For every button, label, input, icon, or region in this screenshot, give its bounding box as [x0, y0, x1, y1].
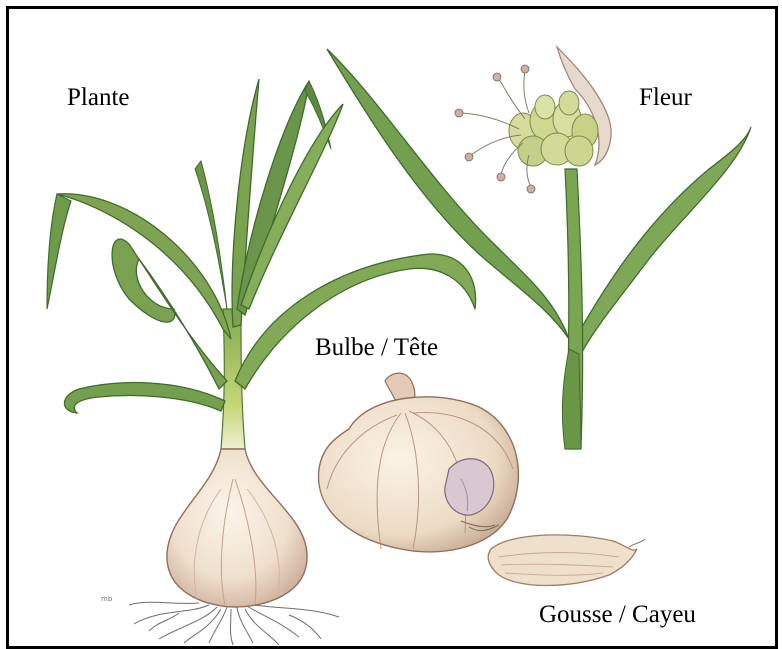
plant-leaf [47, 194, 71, 309]
label-bulbe-tete: Bulbe / Tête [315, 335, 438, 360]
plant-leaf [64, 383, 225, 413]
bulb-head-drawing [319, 373, 519, 552]
svg-text:mb: mb [101, 595, 113, 603]
clove [488, 535, 637, 586]
plant-roots [129, 602, 339, 645]
clove-drawing [488, 535, 645, 586]
flower-leaf [327, 49, 569, 339]
plant-bulb [167, 449, 307, 607]
diagram-frame: mb [6, 6, 778, 649]
label-plante: Plante [67, 85, 130, 110]
label-gousse-cayeu: Gousse / Cayeu [539, 602, 696, 627]
label-fleur: Fleur [639, 85, 692, 110]
flower-bulbils [509, 91, 598, 166]
plant-leaf [235, 254, 476, 389]
plant-leaf [112, 239, 227, 389]
